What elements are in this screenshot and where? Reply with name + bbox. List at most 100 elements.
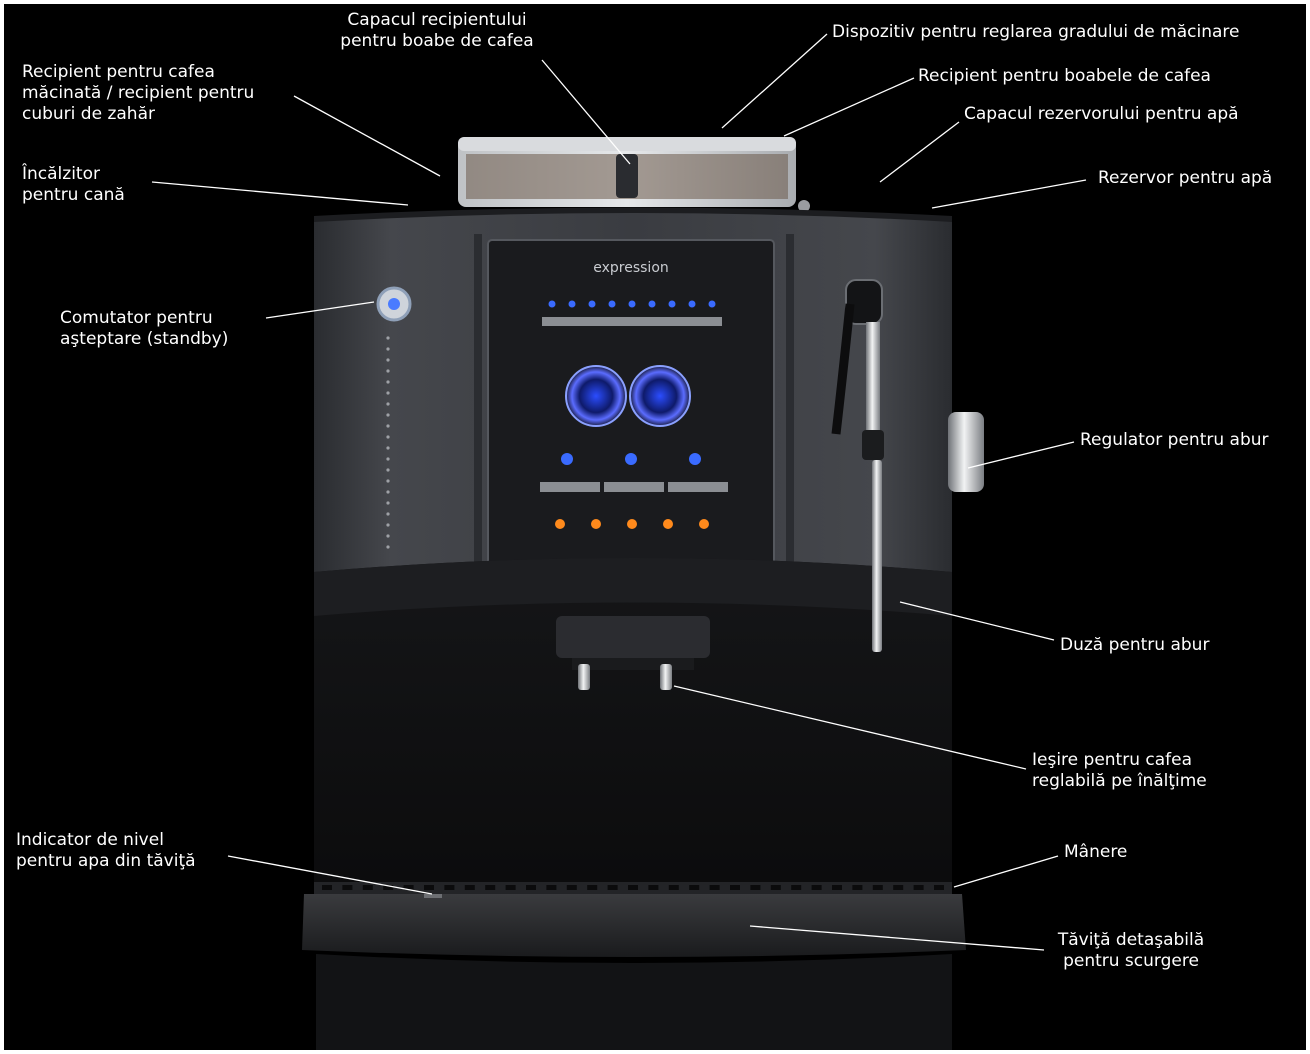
grid-slot <box>505 885 516 890</box>
led-dot <box>688 300 696 308</box>
grid-slot <box>852 885 863 890</box>
steam-regulator-knob <box>948 412 984 492</box>
coffee-spout-right <box>660 664 672 690</box>
grid-slot <box>689 885 700 890</box>
callout-label-capac-recipient-boabe: Capacul recipientului pentru boabe de ca… <box>312 10 562 52</box>
callout-text-line: Dispozitiv pentru reglarea gradului de m… <box>832 22 1240 42</box>
callout-text-line: pentru apa din tăviţă <box>16 851 196 871</box>
scale-mark <box>386 336 390 340</box>
left-panel-edge <box>474 234 482 606</box>
callout-text-line: pentru boabe de cafea <box>340 31 534 51</box>
grind-selector <box>616 154 638 198</box>
callout-label-recipient-boabe: Recipient pentru boabele de cafea <box>918 66 1211 87</box>
callout-text-line: Rezervor pentru apă <box>1098 168 1273 188</box>
hot-water-button <box>604 482 664 492</box>
scale-mark <box>386 545 390 549</box>
scale-mark <box>386 369 390 373</box>
steam-wand-hose <box>831 303 855 435</box>
callout-text-line: Duză pentru abur <box>1060 635 1210 655</box>
grid-slot <box>444 885 455 890</box>
warning-led <box>699 519 709 529</box>
drip-grid-slots <box>322 885 944 890</box>
steam-icon <box>561 453 573 465</box>
callout-text-line: Ieşire pentru cafea <box>1032 750 1193 770</box>
coffee-outlet-bar <box>572 658 694 670</box>
led-dot <box>668 300 676 308</box>
grid-slot <box>342 885 353 890</box>
callout-label-indicator-nivel: Indicator de nivel pentru apa din tăviţă <box>16 830 196 872</box>
scale-mark <box>386 380 390 384</box>
grid-slot <box>709 885 720 890</box>
scale-mark <box>386 534 390 538</box>
control-panel <box>487 239 775 607</box>
callout-label-recipient-cafea-macinata: Recipient pentru cafea măcinată / recipi… <box>22 62 254 125</box>
warning-led <box>591 519 601 529</box>
callout-text-line: Recipient pentru boabele de cafea <box>918 66 1211 86</box>
led-dot <box>588 300 596 308</box>
grid-slot <box>811 885 822 890</box>
callout-text-line: pentru cană <box>22 185 125 205</box>
grid-slot <box>750 885 761 890</box>
callout-text-line: Regulator pentru abur <box>1080 430 1269 450</box>
warning-indicators <box>555 519 709 529</box>
warning-led <box>555 519 565 529</box>
single-cup-button <box>565 365 627 427</box>
drip-tray <box>302 894 966 957</box>
coffee-machine-illustration: expression sOlac <box>151 33 1087 1050</box>
callout-label-capac-rezervor: Capacul rezervorului pentru apă <box>964 104 1239 125</box>
scale-mark <box>386 501 390 505</box>
callout-text-line: aşteptare (standby) <box>60 329 229 349</box>
grid-slot <box>913 885 924 890</box>
callout-text-line: cuburi de zahăr <box>22 104 155 124</box>
grid-slot <box>566 885 577 890</box>
callout-text-line: Capacul rezervorului pentru apă <box>964 104 1239 124</box>
callout-text-line: Capacul recipientului <box>347 10 527 30</box>
grid-slot <box>730 885 740 890</box>
water-tank-lid-knob <box>798 200 810 212</box>
coffee-machine-photo: expression sOlac <box>4 4 1306 1050</box>
scale-mark <box>386 512 390 516</box>
machine-base <box>314 558 952 909</box>
steam-wand-grip <box>862 430 884 460</box>
callout-text-line: măcinată / recipient pentru <box>22 83 255 103</box>
steam-wand-head <box>845 279 883 325</box>
strength-slider <box>542 317 722 326</box>
callout-text-line: Încălzitor <box>22 164 100 184</box>
grid-slot <box>485 885 496 890</box>
grid-slot <box>668 885 679 890</box>
grid-slot <box>383 885 394 890</box>
scale-mark <box>386 446 390 450</box>
hopper-lid <box>458 137 796 151</box>
warning-led <box>663 519 673 529</box>
grid-slot <box>770 885 781 890</box>
scale-mark <box>386 413 390 417</box>
led-dot <box>568 300 576 308</box>
led-dot <box>708 300 716 308</box>
callout-label-tavita-detasabila: Tăviţă detaşabilă pentru scurgere <box>1034 930 1228 972</box>
callout-text-line: pentru scurgere <box>1063 951 1199 971</box>
grid-slot <box>893 885 904 890</box>
scale-mark <box>386 435 390 439</box>
grid-slot <box>464 885 475 890</box>
base-shoulder <box>314 558 952 616</box>
grid-slot <box>934 885 944 890</box>
grid-slot <box>362 885 373 890</box>
callout-text-line: Tăviţă detaşabilă <box>1057 930 1205 950</box>
callout-text-line: Recipient pentru cafea <box>22 62 215 82</box>
callout-text-line: Indicator de nivel <box>16 830 164 850</box>
callout-label-duza-abur: Duză pentru abur <box>1060 635 1209 656</box>
scale-mark <box>386 402 390 406</box>
scale-mark <box>386 391 390 395</box>
callout-label-comutator-standby: Comutator pentru aşteptare (standby) <box>60 308 228 350</box>
menu-button <box>668 482 728 492</box>
steam-wand-arm <box>866 322 880 432</box>
standby-led-icon <box>388 298 400 310</box>
callout-label-incalzitor-cana: Încălzitor pentru cană <box>22 164 125 206</box>
grid-slot <box>424 885 434 890</box>
grid-slot <box>791 885 802 890</box>
callout-label-dispozitiv-macinare: Dispozitiv pentru reglarea gradului de m… <box>832 22 1239 43</box>
grid-slot <box>587 885 598 890</box>
scale-mark <box>386 490 390 494</box>
hot-water-icon <box>625 453 637 465</box>
